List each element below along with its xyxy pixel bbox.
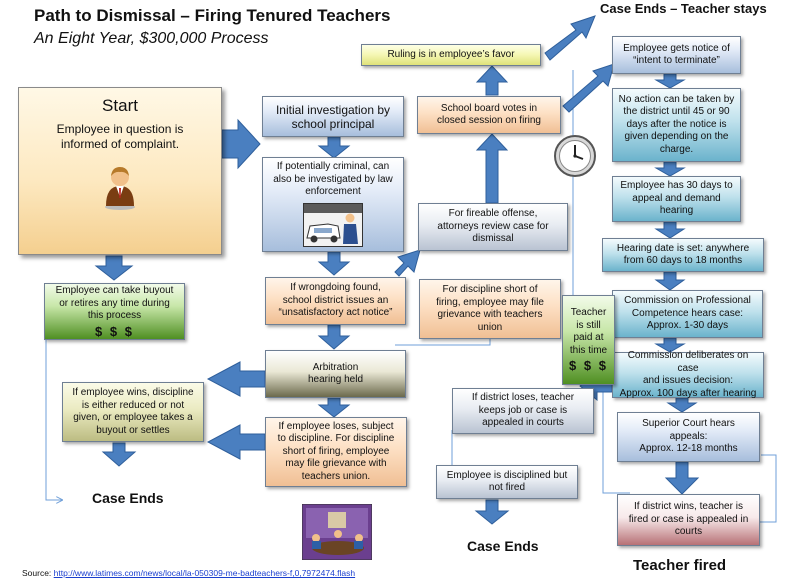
block-arrows — [94, 15, 700, 525]
employee-loses-box: If employee loses, subject to discipline… — [265, 417, 407, 487]
police-car-icon — [303, 202, 363, 247]
commission-deliberates-box: Commission deliberates on case and issue… — [612, 350, 764, 399]
employee-wins-box: If employee wins, discipline is either r… — [62, 382, 204, 442]
teacher-paid-box: Teacher is still paid at this time $ $ $ — [562, 295, 615, 385]
unsatisfactory-act-notice-box: If wrongdoing found, school district iss… — [265, 277, 406, 325]
arbitration-box: Arbitration hearing held — [265, 350, 406, 398]
waiting-period-box: No action can be taken by the district u… — [612, 88, 741, 162]
disciplined-not-fired-box: Employee is disciplined but not fired — [436, 465, 578, 499]
intent-to-terminate-box: Employee gets notice of “intent to termi… — [612, 36, 741, 74]
law-enforcement-box: If potentially criminal, can also be inv… — [262, 157, 404, 252]
source-footer: Source: http://www.latimes.com/news/loca… — [22, 568, 355, 578]
commission-hears-box: Commission on Professional Competence he… — [612, 290, 763, 338]
buyout-dollars: $ $ $ — [95, 323, 134, 339]
page-subtitle: An Eight Year, $300,000 Process — [34, 30, 269, 47]
grievance-box: For discipline short of firing, employee… — [419, 279, 561, 339]
start-text: Employee in question is informed of comp… — [56, 122, 184, 151]
start-heading: Start — [102, 96, 138, 115]
appeal-30-days-box: Employee has 30 days to appeal and deman… — [612, 176, 741, 222]
teacher-paid-dollars: $ $ $ — [569, 358, 608, 374]
outcome-teacher-fired: Teacher fired — [633, 557, 727, 574]
superior-court-box: Superior Court hears appeals: Approx. 12… — [617, 412, 760, 462]
clock-icon — [554, 135, 596, 177]
outcome-case-ends-middle: Case Ends — [467, 538, 539, 554]
ruling-favor-box: Ruling is in employee’s favor — [361, 44, 541, 66]
buyout-box: Employee can take buyout or retires any … — [44, 283, 185, 340]
school-board-vote-box: School board votes in closed session on … — [417, 96, 561, 134]
district-loses-box: If district loses, teacher keeps job or … — [452, 388, 594, 434]
meeting-room-icon — [302, 504, 372, 560]
outcome-case-ends-teacher-stays: Case Ends – Teacher stays — [600, 1, 767, 16]
fireable-offense-box: For fireable offense, attorneys review c… — [418, 203, 568, 251]
source-label: Source: — [22, 568, 52, 578]
source-link[interactable]: http://www.latimes.com/news/local/la-050… — [53, 568, 356, 578]
page-title: Path to Dismissal – Firing Tenured Teach… — [34, 6, 391, 25]
teacher-paid-text: Teacher is still paid at this time — [569, 307, 608, 356]
outcome-case-ends-left: Case Ends — [92, 490, 164, 506]
start-box: Start Employee in question is informed o… — [18, 87, 222, 255]
district-wins-box: If district wins, teacher is fired or ca… — [617, 494, 760, 546]
person-icon — [105, 167, 135, 210]
hearing-date-box: Hearing date is set: anywhere from 60 da… — [602, 238, 764, 272]
initial-investigation-box: Initial investigation by school principa… — [262, 96, 404, 137]
law-enforcement-text: If potentially criminal, can also be inv… — [273, 161, 393, 197]
buyout-text: Employee can take buyout or retires any … — [55, 285, 174, 321]
